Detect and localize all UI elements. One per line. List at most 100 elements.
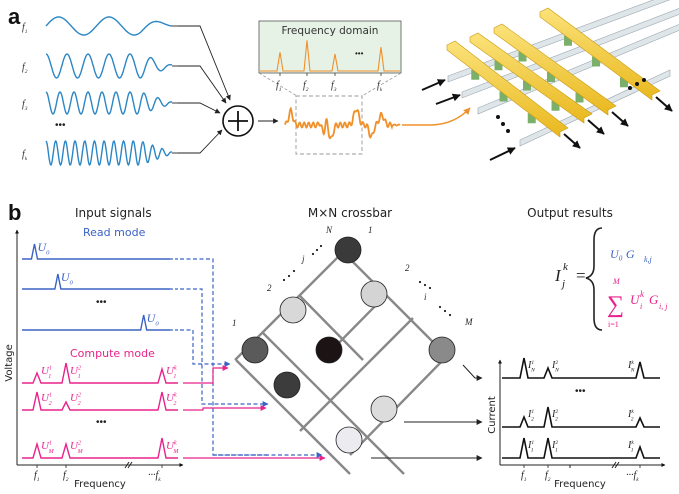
sum-node: [222, 105, 254, 137]
crossbar-title: M×N crossbar: [308, 206, 392, 220]
wave-1: [45, 16, 173, 36]
memristor-pillar: [547, 72, 555, 82]
memristor-node: [335, 426, 363, 454]
equation-sum-top: M: [612, 277, 621, 286]
frequency-domain-ellipsis: •••: [355, 49, 364, 58]
waves-ellipsis: •••: [55, 120, 66, 131]
row-label-1: 1: [368, 225, 373, 235]
crossbar-wire: [299, 317, 414, 432]
input-axes: [15, 229, 184, 469]
memristor-node: [334, 236, 362, 264]
memristor-node: [370, 395, 398, 423]
compute-signal-row: [22, 391, 178, 411]
output-arrow: [611, 111, 629, 127]
ellipsis-dot: [501, 122, 505, 126]
memristor-node: [279, 296, 307, 324]
signal-label-3: f3: [22, 99, 28, 112]
bottom-electrode: [461, 8, 679, 99]
freq-tick-k: fk: [377, 80, 383, 93]
equation-read-case: U₀ G: [610, 247, 635, 261]
signal-label-1: f1: [22, 22, 28, 35]
equation-lhs-sub: j: [560, 278, 565, 290]
equation-compute-g: G: [649, 292, 659, 307]
row-label-2: 2: [405, 263, 410, 273]
col-label-1: 1: [232, 318, 237, 328]
ellipsis-dot: [292, 269, 296, 273]
output-signal-row: [502, 406, 660, 428]
ellipsis-dot: [319, 244, 323, 248]
compute-signal-row: [22, 437, 178, 459]
wave-k: [45, 139, 173, 167]
ellipsis-dot: [628, 86, 632, 90]
equation-compute-u: U: [630, 292, 641, 307]
memristor-pillar: [592, 56, 600, 67]
crossbar-output-arrows: [371, 364, 483, 461]
equation-compute-sub: i: [640, 302, 642, 311]
wave-3: [45, 91, 173, 115]
output-signal-row: [502, 437, 660, 459]
top-electrode: [493, 23, 617, 116]
read-peak-label: U0: [147, 311, 160, 328]
equation-compute-sup: k: [640, 289, 645, 299]
panel-a-label: a: [8, 4, 21, 29]
col-label-j: j: [301, 254, 305, 264]
input-tick-k: ···fk: [148, 470, 161, 483]
crossbar-wire: [235, 359, 351, 475]
equation-sum-bottom: i=1: [608, 320, 619, 329]
ellipsis-dot: [443, 309, 447, 313]
voltage-axis-label: Voltage: [4, 344, 15, 382]
memristor-node: [315, 336, 343, 364]
memristor-pillar: [494, 60, 503, 71]
equation: I k j = U₀ G k,j ∑ M i=1 U k i G i, j: [554, 227, 668, 331]
bottom-electrode: [477, 24, 679, 115]
read-signal-row: [22, 314, 170, 331]
bottom-electrode: [447, 0, 671, 83]
memristor-pillar: [527, 113, 536, 124]
equation-brace: [585, 227, 603, 331]
freq-tick-1: f1: [276, 80, 282, 93]
frequency-domain-title: Frequency domain: [282, 25, 379, 37]
output-arrow: [587, 119, 605, 135]
input-arrow: [489, 147, 516, 161]
memristor-pillar: [523, 80, 531, 91]
ellipsis-dot: [282, 278, 286, 282]
input-signals-title: Input signals: [75, 206, 152, 220]
crossbar-wire: [299, 295, 364, 361]
output-results-title: Output results: [527, 206, 613, 220]
frequency-domain-peaks: [260, 40, 400, 72]
ellipsis-dot: [496, 115, 500, 119]
ellipsis-dot: [642, 78, 646, 82]
current-axis-label: Current: [487, 396, 498, 434]
input-arrow: [421, 79, 446, 91]
memristor-node: [273, 371, 301, 399]
output-signal-row: [502, 357, 660, 379]
ellipsis-dot: [423, 283, 427, 287]
memristor-pillar: [471, 69, 480, 80]
input-arrow: [435, 93, 461, 105]
input-tick-1: f1: [34, 470, 40, 483]
read-signal-row: [22, 273, 170, 290]
ellipsis-dot: [428, 286, 432, 290]
compute-signal-row: [22, 362, 178, 384]
